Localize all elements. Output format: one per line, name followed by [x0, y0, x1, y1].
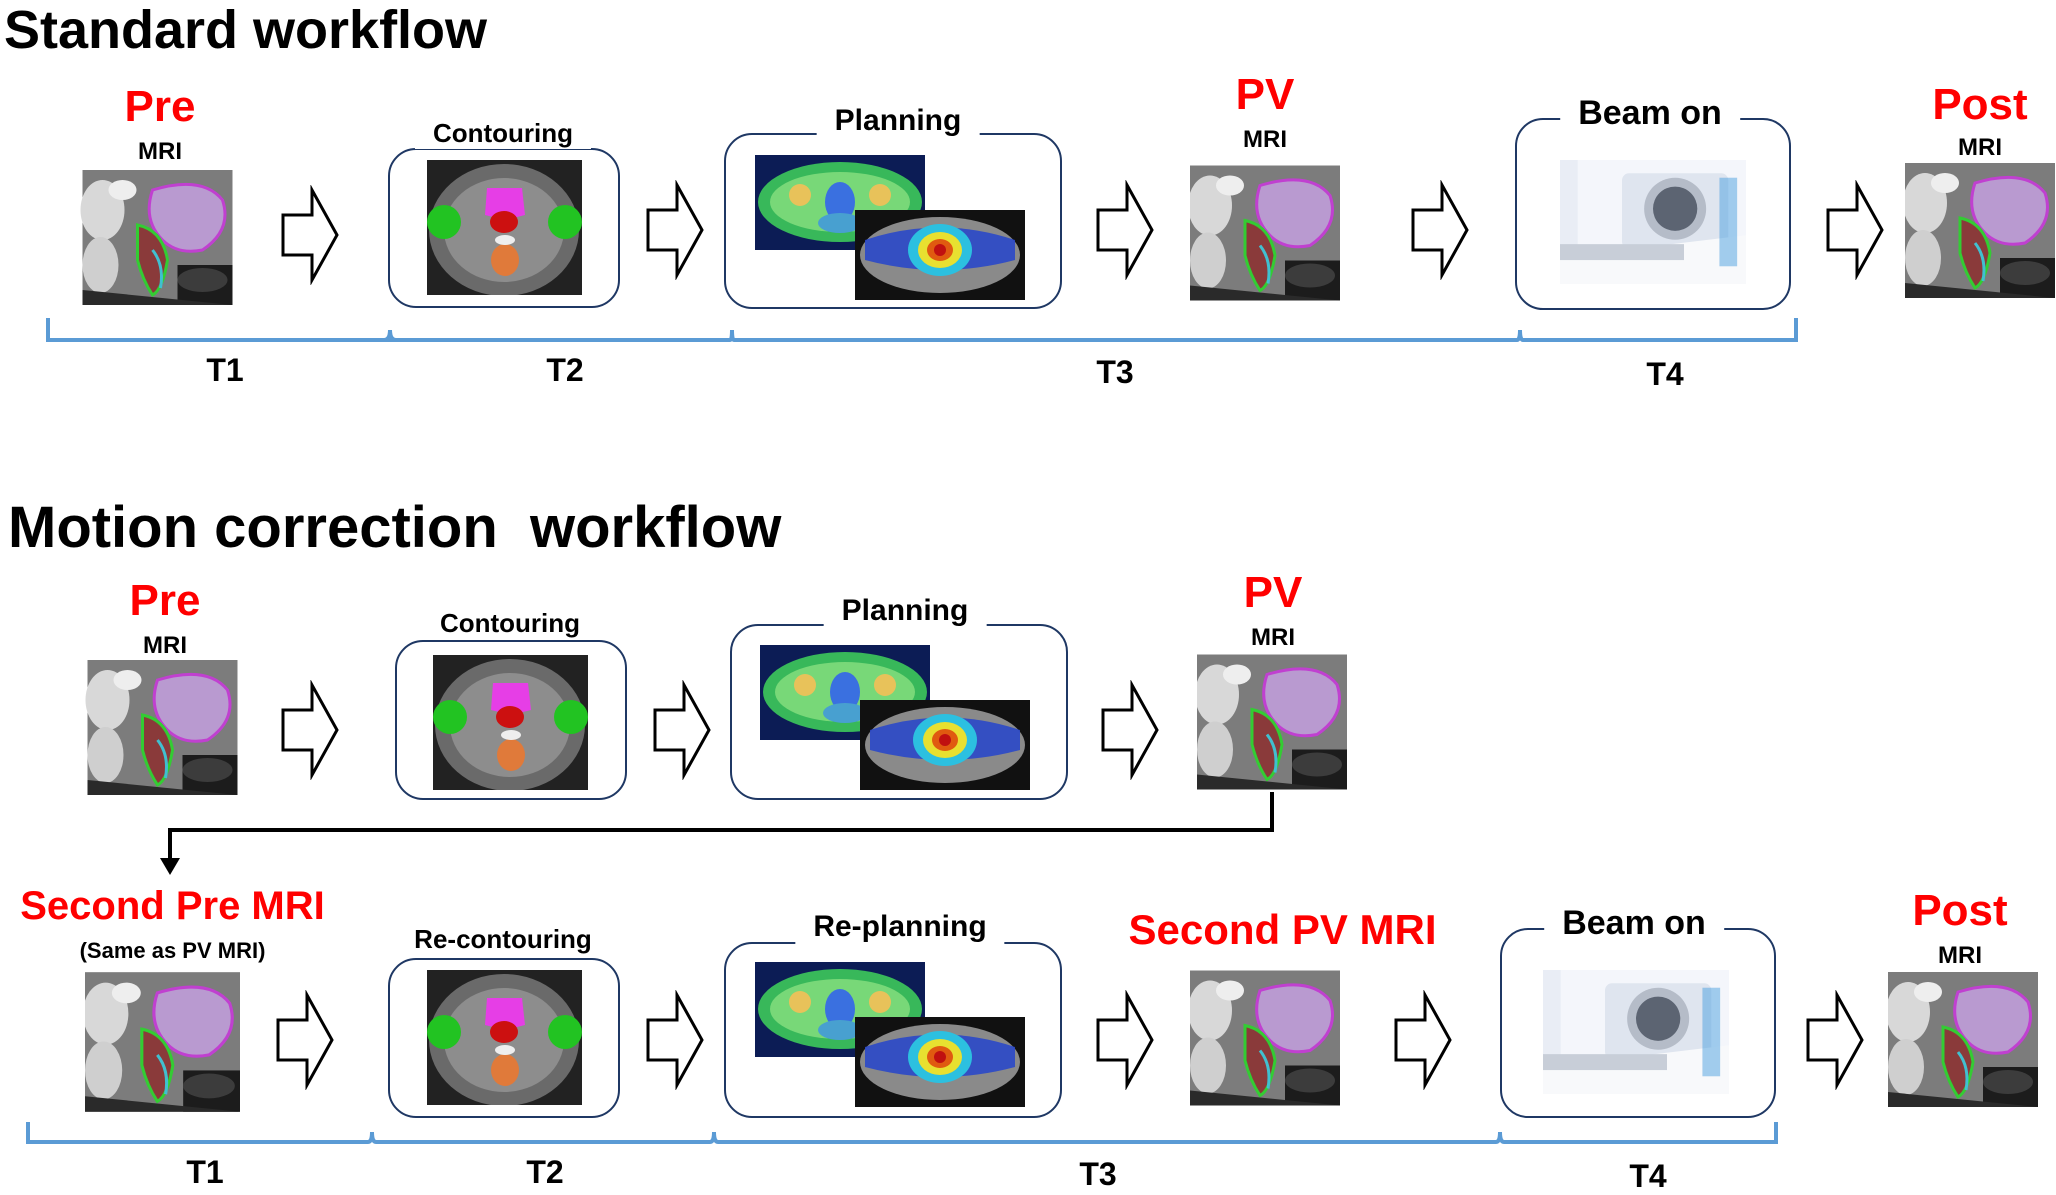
motion-pv-sub: MRI [1251, 624, 1295, 651]
second-pre-sub: (Same as PV MRI) [79, 938, 266, 963]
replanning-label: Re-planning [795, 910, 1005, 944]
standard-workflow-title: Standard workflow [4, 0, 488, 60]
motion-t1-label: T1 [186, 1154, 224, 1190]
motion-t2-label: T2 [526, 1154, 564, 1190]
standard-pv-sub: MRI [1243, 126, 1287, 153]
motion-pre-label: Pre [129, 576, 201, 625]
standard-t1-label: T1 [206, 352, 244, 388]
second-pre-label: Second Pre MRI [20, 884, 325, 928]
motion-pre-sub: MRI [143, 632, 187, 659]
motion-pv-label: PV [1243, 568, 1303, 617]
motion-contouring-label: Contouring [421, 608, 599, 639]
standard-contouring-label: Contouring [414, 118, 592, 149]
motion-t4-label: T4 [1629, 1158, 1667, 1194]
standard-post-label: Post [1932, 80, 2028, 129]
motion-workflow-title: Motion correction workflow [8, 495, 782, 560]
standard-beam-on-label: Beam on [1560, 94, 1740, 133]
motion-post-sub: MRI [1938, 942, 1982, 969]
standard-planning-label: Planning [816, 104, 980, 138]
standard-pre-label: Pre [124, 82, 196, 131]
standard-pre-sub: MRI [138, 138, 182, 165]
motion-post-label: Post [1912, 886, 2008, 935]
motion-planning-label: Planning [823, 594, 987, 628]
second-pv-label: Second PV MRI [1128, 906, 1437, 953]
motion-beam-on-label: Beam on [1544, 904, 1724, 943]
standard-t2-label: T2 [546, 352, 584, 388]
standard-post-sub: MRI [1958, 134, 2002, 161]
standard-t4-label: T4 [1646, 356, 1684, 392]
motion-t3-label: T3 [1079, 1156, 1117, 1192]
recontouring-label: Re-contouring [396, 924, 610, 955]
standard-t3-label: T3 [1096, 354, 1134, 390]
standard-pv-label: PV [1235, 70, 1295, 119]
